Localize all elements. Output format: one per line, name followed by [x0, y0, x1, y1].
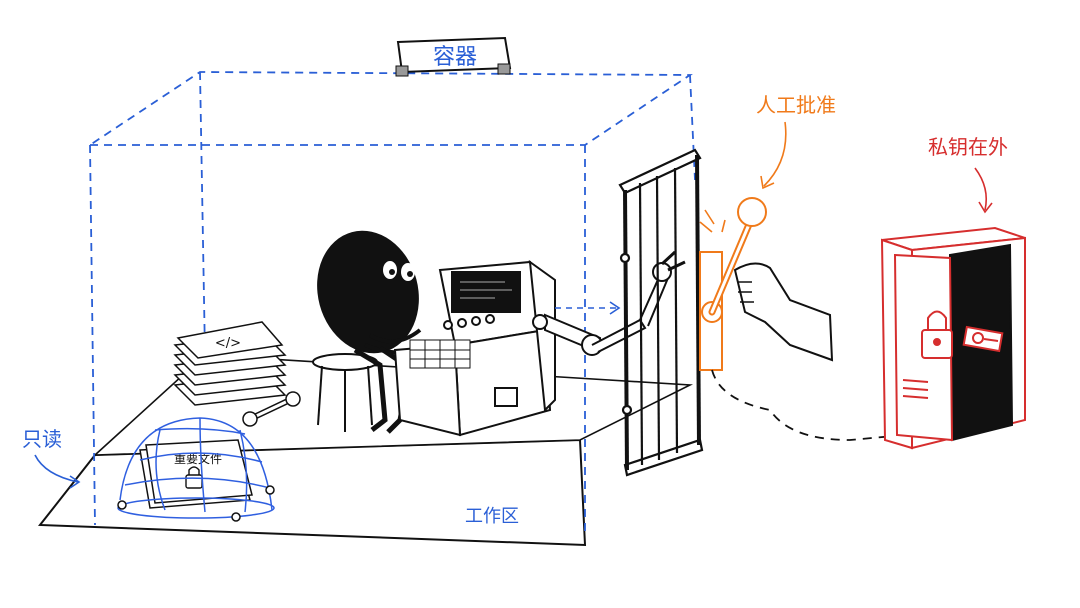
key-icon	[962, 325, 1004, 353]
approval-lever[interactable]	[699, 197, 767, 371]
read-only-callout: 只读	[22, 427, 81, 489]
human-approval-callout: 人工批准	[756, 93, 836, 190]
protected-files: 重要文件	[139, 439, 253, 509]
workspace-floor	[37, 354, 694, 547]
workspace-label: 工作区	[465, 506, 519, 527]
wrench-icon	[242, 391, 301, 427]
private-key-outside-label: 私钥在外	[928, 135, 1008, 159]
container-box	[87, 71, 696, 535]
control-console	[393, 259, 556, 437]
human-hand	[733, 262, 834, 362]
safe-padlock-icon	[921, 310, 953, 359]
private-key-outside-callout: 私钥在外	[928, 135, 1008, 214]
robotic-arm	[532, 250, 686, 356]
document-stack: </>	[173, 321, 287, 406]
read-only-label: 只读	[22, 427, 62, 451]
container-sign: 容器	[395, 36, 512, 77]
protective-dome	[117, 417, 275, 522]
security-gate	[618, 148, 704, 477]
container-label: 容器	[433, 45, 477, 70]
console-screen	[451, 271, 521, 313]
code-document-icon: </>	[215, 336, 241, 351]
human-approval-label: 人工批准	[756, 93, 836, 117]
console-keyboard	[409, 339, 471, 369]
cable-to-safe	[711, 369, 961, 441]
key-safe	[880, 226, 1026, 450]
arm-direction-arrow	[555, 301, 621, 315]
important-files-label: 重要文件	[174, 451, 222, 466]
stool	[312, 353, 378, 432]
